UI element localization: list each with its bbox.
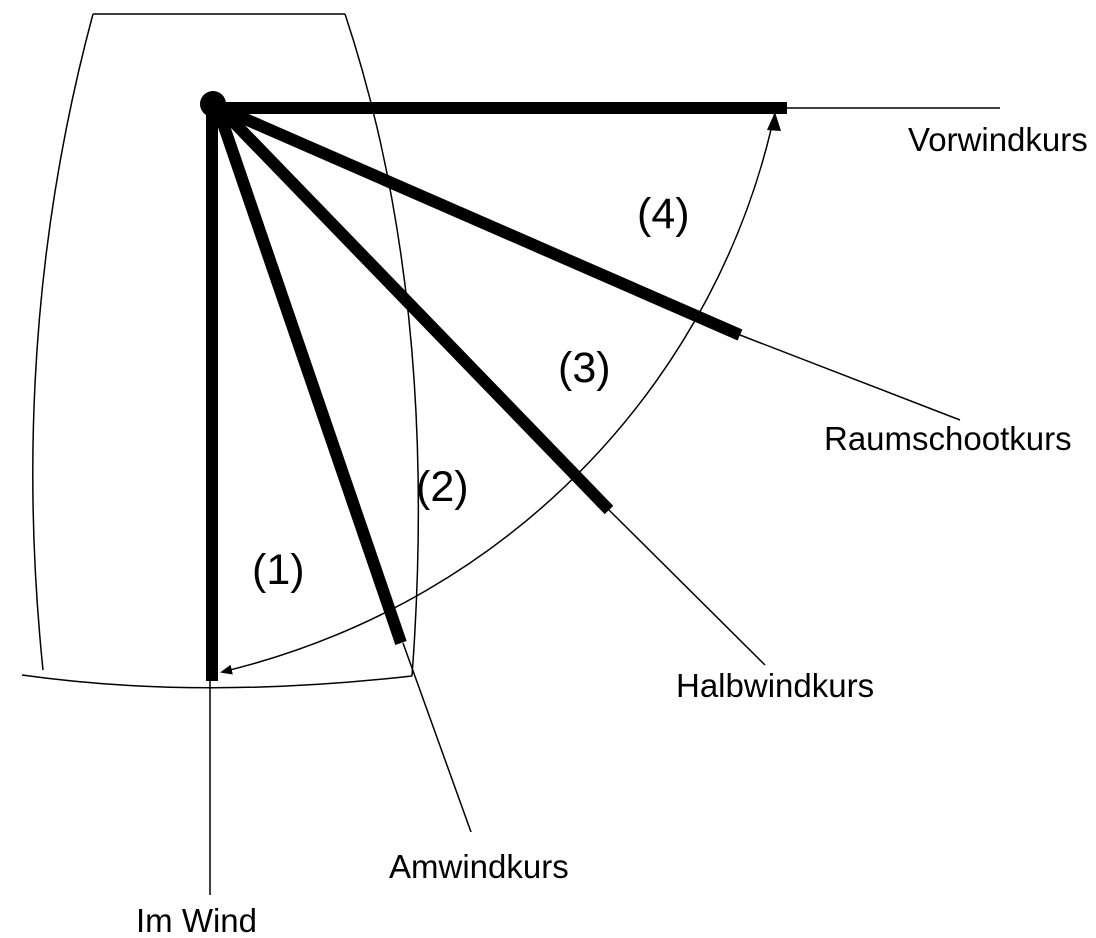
label-halbwindkurs: Halbwindkurs: [676, 667, 874, 704]
label-amwindkurs: Amwindkurs: [389, 848, 569, 885]
leader-amwind: [402, 642, 472, 833]
course-range-arrow: [220, 111, 776, 675]
sector-number-2: (2): [416, 463, 469, 511]
course-line-raumschoot: [217, 102, 743, 341]
label-im-wind: Im Wind: [136, 902, 257, 938]
hull-right-edge: [344, 13, 420, 677]
sector-number-1: (1): [252, 546, 305, 594]
pivot-dot: [200, 91, 226, 117]
boat-hull: [21, 13, 420, 689]
leader-halbwind: [608, 509, 766, 666]
sector-number-4: (4): [637, 190, 690, 238]
course-lines: [206, 102, 787, 681]
label-raumschootkurs: Raumschootkurs: [824, 420, 1072, 457]
leader-raumschoot: [739, 334, 961, 421]
arrowhead-top-icon: [767, 112, 781, 131]
label-vorwindkurs: Vorwindkurs: [908, 121, 1088, 158]
hull-stern-edge: [21, 674, 413, 689]
course-line-halbwind: [214, 102, 614, 515]
hull-left-edge: [32, 13, 94, 671]
sector-number-3: (3): [558, 344, 611, 392]
leader-lines: [209, 334, 961, 895]
course-line-amwind: [211, 104, 407, 645]
